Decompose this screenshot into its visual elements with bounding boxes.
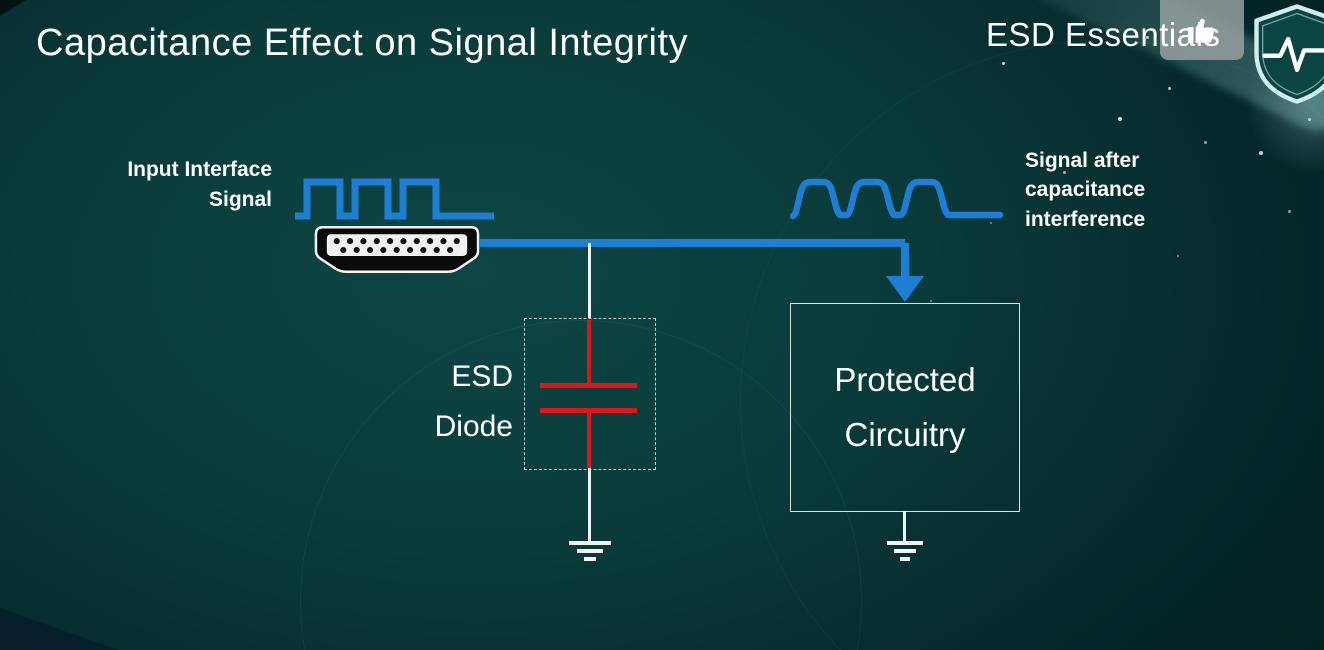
- sparkle-dot: [1118, 117, 1122, 121]
- output-signal-label-line1: Signal after: [1025, 149, 1140, 172]
- distorted-square-wave-icon: [790, 178, 1004, 220]
- output-signal-label: Signal after capacitance interference: [1025, 146, 1205, 234]
- sparkle-dot: [990, 222, 992, 224]
- sparkle-dot: [1146, 36, 1149, 39]
- wire-to-capacitor: [588, 243, 591, 318]
- corner-shade: [0, 608, 118, 650]
- protected-box-label-line1: Protected: [834, 361, 976, 399]
- capacitor-lead-top: [587, 320, 591, 383]
- ground-symbol: [584, 557, 596, 561]
- esd-diode-label-line2: Diode: [434, 410, 513, 444]
- input-signal-label: Input Interface Signal: [60, 155, 272, 216]
- ground-symbol: [569, 541, 611, 545]
- sparkle-dot: [930, 300, 932, 302]
- thumbs-up-icon: [1160, 0, 1244, 60]
- sparkle-dot: [1259, 151, 1263, 155]
- shield-heartbeat-icon: [1254, 4, 1324, 104]
- output-signal-label-line3: interference: [1025, 207, 1146, 231]
- page-title: Capacitance Effect on Signal Integrity: [36, 22, 689, 64]
- capacitor-plate-bottom: [540, 408, 637, 413]
- sparkle-dot: [1308, 118, 1311, 121]
- wire-box-to-ground: [903, 511, 906, 541]
- sparkle-dot: [1204, 141, 1207, 144]
- arrow-down-icon: [886, 276, 924, 302]
- output-signal-label-line2: capacitance: [1025, 178, 1146, 202]
- input-signal-label-line2: Signal: [208, 188, 272, 212]
- esd-diode-label-line1: ESD: [451, 360, 513, 393]
- signal-bus-line: [479, 239, 905, 247]
- hdmi-connector-icon: [314, 226, 480, 273]
- corner-shade: [0, 0, 26, 16]
- input-signal-label-line1: Input Interface: [127, 158, 272, 181]
- signal-bus-drop: [901, 243, 909, 278]
- ground-symbol: [894, 549, 916, 553]
- capacitor-plate-top: [540, 383, 637, 388]
- clean-square-wave-icon: [295, 178, 494, 220]
- brand-name: ESD Essentials: [986, 16, 1221, 53]
- sparkle-dot: [1002, 62, 1005, 65]
- thumbs-up-glyph: [1187, 18, 1215, 43]
- sparkle-dot: [1168, 87, 1171, 90]
- ground-symbol: [577, 549, 603, 553]
- ground-symbol: [887, 541, 923, 545]
- sparkle-dot: [1177, 255, 1179, 257]
- wire-to-ground: [588, 468, 591, 541]
- protected-circuitry-box: Protected Circuitry: [790, 303, 1020, 512]
- protected-box-label-line2: Circuitry: [844, 415, 966, 453]
- ground-symbol: [900, 557, 910, 561]
- esd-diode-label: ESD Diode: [385, 352, 513, 453]
- capacitor-lead-bottom: [587, 413, 591, 468]
- sparkle-dot: [1063, 171, 1066, 174]
- sparkle-dot: [1288, 210, 1291, 213]
